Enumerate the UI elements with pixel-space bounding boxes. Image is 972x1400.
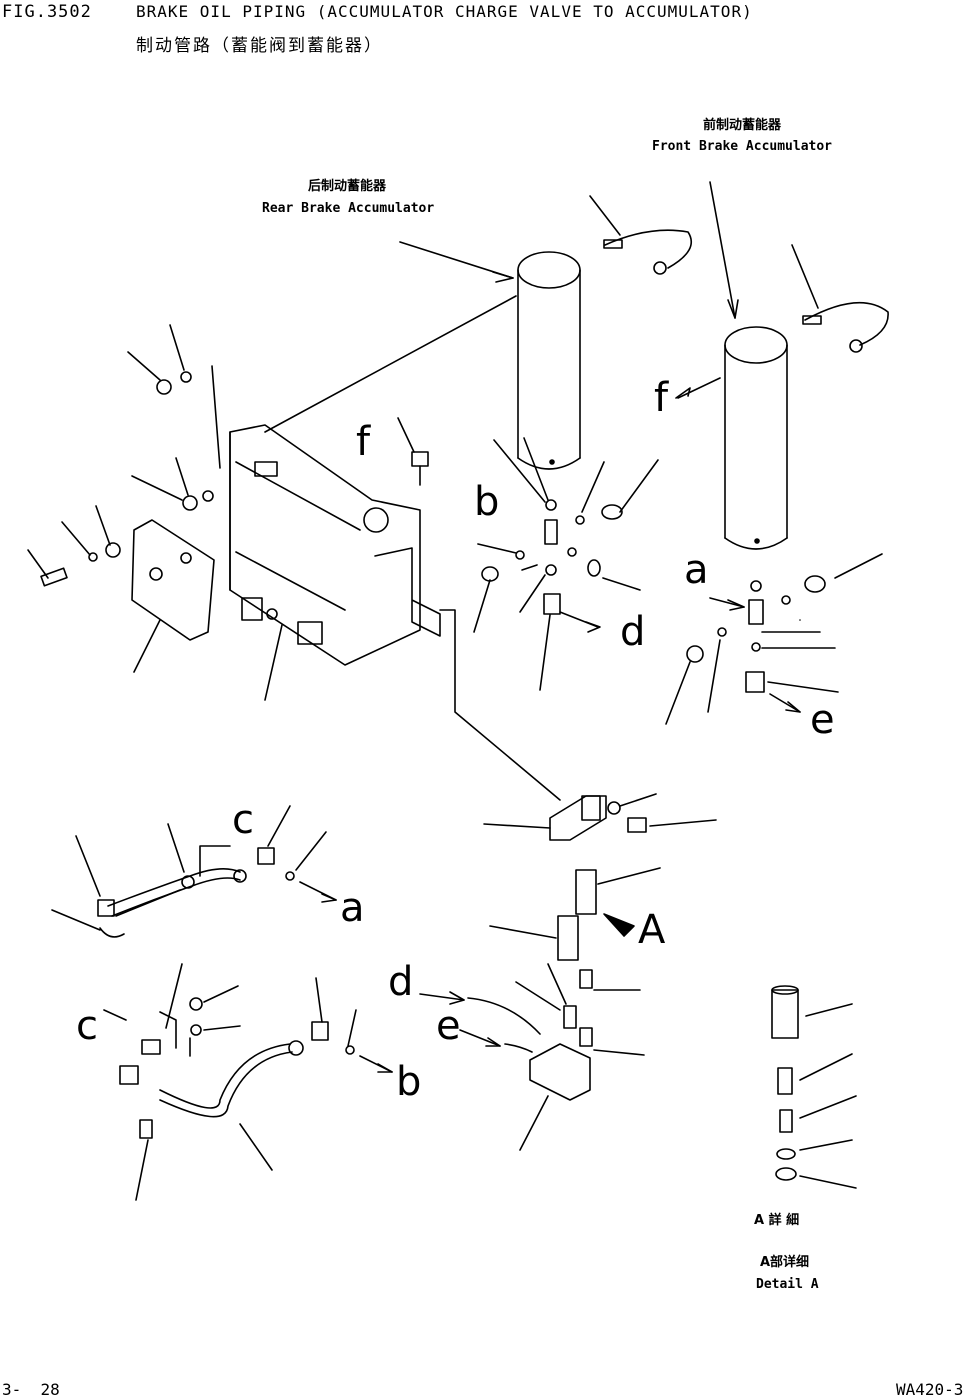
figure-title-en: BRAKE OIL PIPING (ACCUMULATOR CHARGE VAL… — [136, 2, 753, 21]
charge-valve-block — [211, 295, 517, 666]
callout-d-top: d — [620, 609, 646, 655]
callout-b-top: b — [474, 479, 500, 525]
callout-b-bottom: b — [396, 1059, 422, 1105]
left-hardware — [27, 324, 283, 701]
top-bolt — [397, 417, 429, 486]
rear-accumulator-cylinder — [399, 241, 581, 470]
center-fittings — [473, 437, 659, 691]
callout-a-bottom: a — [340, 885, 365, 931]
front-accumulator-label-en: Front Brake Accumulator — [652, 139, 833, 154]
rear-accumulator-label-cn: 后制动蓄能器 — [308, 179, 387, 194]
right-fittings — [665, 377, 883, 725]
model-number: WA420-3 — [896, 1380, 964, 1399]
lower-pipe — [439, 609, 561, 801]
left-hose-assembly-a — [51, 805, 337, 938]
rear-wire-harness — [589, 195, 693, 275]
detail-a-label-short: A 詳 細 — [754, 1213, 800, 1228]
callout-f-front: f — [654, 375, 669, 421]
callout-big-a: A — [638, 907, 666, 953]
callout-c-top: c — [232, 797, 254, 843]
callout-e-bottom: e — [436, 1003, 461, 1049]
figure-number: FIG.3502 — [2, 2, 92, 22]
front-accumulator-cylinder — [709, 181, 788, 550]
callout-c-bottom: c — [76, 1003, 98, 1049]
detail-a-label-cn: A部详细 — [760, 1255, 810, 1270]
left-hose-assembly-b — [103, 963, 393, 1201]
callout-a-top: a — [684, 547, 709, 593]
figure-title-cn: 制动管路（蓄能阀到蓄能器） — [136, 36, 383, 56]
cover-plate — [131, 519, 215, 641]
page-number: 3- 28 — [2, 1380, 60, 1399]
detail-a-parts — [771, 985, 857, 1189]
callout-f-rear: f — [356, 419, 371, 465]
detail-a-label-en: Detail A — [756, 1277, 819, 1292]
front-accumulator-label-cn: 前制动蓄能器 — [703, 118, 782, 133]
rear-accumulator-label-en: Rear Brake Accumulator — [262, 201, 435, 216]
callout-e-top: e — [810, 697, 835, 743]
lower-valve-assembly — [419, 793, 717, 1151]
callout-d-bottom: d — [388, 959, 414, 1005]
front-wire-harness — [791, 244, 889, 353]
